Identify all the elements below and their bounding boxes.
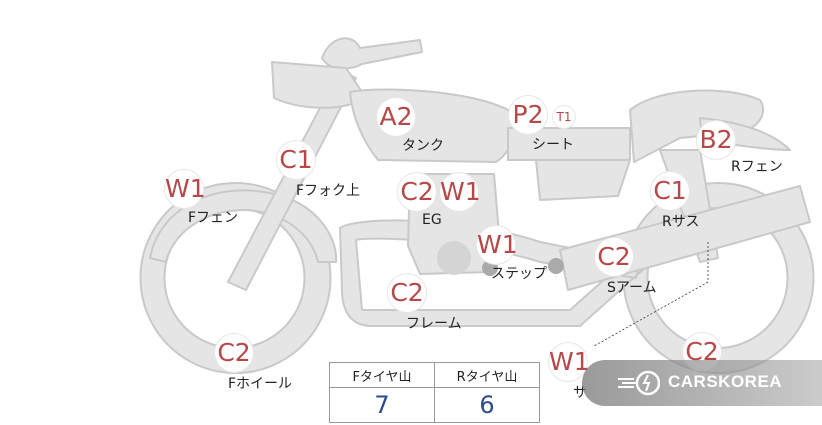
part-label: シート — [532, 137, 574, 153]
rear-shock-leader — [593, 242, 709, 347]
part-label: タンク — [402, 138, 444, 154]
watermark-text: CARSKOREA — [668, 372, 783, 391]
front-tire-header: Fタイヤ山 — [329, 362, 435, 388]
front-fork — [227, 69, 357, 291]
damage-code-badge: W1 — [477, 226, 518, 264]
carskorea-logo-icon — [618, 370, 660, 396]
front-tire-value: 7 — [329, 387, 435, 423]
damage-code-badge: P2 — [509, 96, 547, 134]
damage-code-badge: C2 — [398, 173, 436, 211]
damage-code-badge: W1 — [549, 343, 590, 381]
part-label: ステップ — [491, 266, 547, 282]
engine-cover — [437, 241, 471, 275]
part-label: Fフォク上 — [296, 183, 361, 199]
tire-tread-table: Fタイヤ山 Rタイヤ山 7 6 — [329, 362, 540, 423]
damage-code-badge: W1 — [165, 170, 206, 208]
step-peg-rear — [548, 258, 564, 274]
damage-code-badge: C2 — [215, 334, 253, 372]
part-label: EG — [422, 212, 442, 228]
part-label: Fホイール — [228, 376, 293, 392]
damage-code-badge: C1 — [277, 141, 315, 179]
handlebar — [321, 37, 423, 70]
damage-code-badge: B2 — [697, 121, 735, 159]
part-label: Sアーム — [607, 280, 657, 296]
damage-code-badge: C2 — [388, 274, 426, 312]
damage-code-badge: A2 — [377, 98, 415, 136]
part-label: Fフェン — [188, 210, 239, 226]
front-fender — [149, 189, 338, 263]
damage-code-badge: C1 — [651, 172, 689, 210]
watermark: CARSKOREA — [582, 360, 822, 406]
part-label: Rサス — [662, 214, 700, 230]
damage-code-badge: T1 — [553, 106, 575, 128]
part-label: Rフェン — [731, 159, 783, 175]
damage-code-badge: W1 — [440, 173, 481, 211]
rear-tire-value: 6 — [434, 387, 540, 423]
part-label: フレーム — [406, 316, 462, 332]
damage-code-badge: C2 — [595, 238, 633, 276]
side-cover — [535, 159, 631, 201]
rear-tire-header: Rタイヤ山 — [434, 362, 540, 388]
